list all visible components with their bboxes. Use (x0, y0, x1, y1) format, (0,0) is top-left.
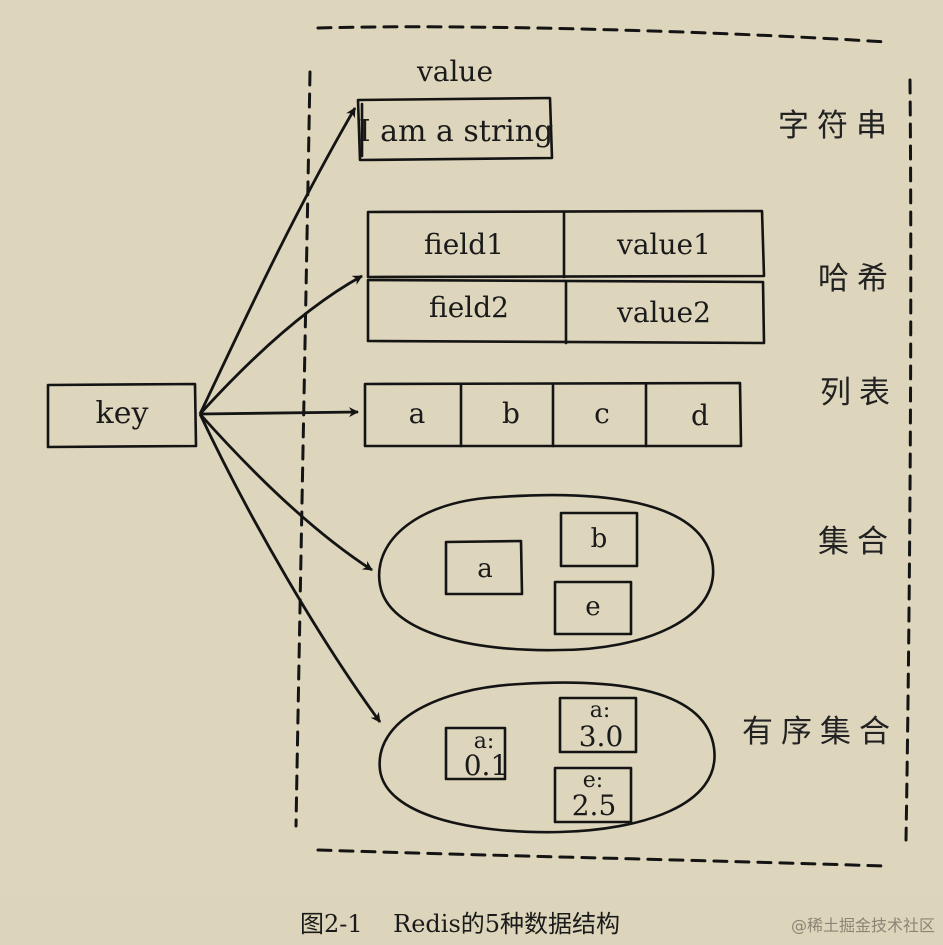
set-member: b (591, 524, 608, 554)
list-item: c (594, 397, 610, 430)
type-label-hash: 哈希 (818, 261, 896, 297)
value-heading: value (416, 55, 493, 88)
hash-value-2: value2 (616, 296, 711, 329)
zset-score: 3.0 (579, 720, 624, 753)
zset-score: 0.1 (464, 749, 509, 782)
figure-caption: 图2-1 Redis的5种数据结构 (300, 910, 621, 938)
arrow-to-set (198, 413, 373, 572)
hash-field-2: field2 (429, 291, 509, 324)
list-item: b (502, 397, 520, 430)
set-member: a (477, 554, 493, 584)
hash-table: field1 value1 field2 value2 (366, 209, 766, 345)
arrow-to-string (198, 107, 357, 415)
string-box: I am a string (356, 96, 554, 162)
value-region-border (294, 25, 913, 868)
list-item: d (691, 399, 709, 432)
list-item: a (409, 397, 426, 430)
set-group: a b e (377, 493, 715, 652)
hash-field-1: field1 (424, 228, 504, 261)
zset-member: a: (590, 698, 611, 723)
zset-score: 2.5 (572, 789, 617, 822)
arrows (198, 107, 382, 723)
key-label: key (96, 396, 149, 431)
redis-data-structures-diagram: key value I am a string field1 value1 fi… (46, 25, 913, 868)
zset-member: e: (583, 768, 603, 793)
type-label-list: 列表 (820, 375, 898, 411)
hash-value-1: value1 (616, 228, 711, 261)
key-box: key (46, 382, 198, 449)
watermark: @稀土掘金技术社区 (790, 916, 935, 935)
zset-group: a: 0.1 a: 3.0 e: 2.5 (378, 681, 716, 834)
zset-member: a: (474, 729, 495, 754)
caption-bar (0, 896, 943, 945)
list-row: a b c d (363, 381, 743, 448)
type-label-string: 字符串 (778, 108, 895, 144)
arrow-to-zset (198, 413, 382, 723)
type-label-zset: 有序集合 (742, 714, 898, 750)
set-member: e (585, 592, 600, 622)
string-value: I am a string (359, 114, 554, 149)
type-label-set: 集合 (818, 524, 896, 560)
arrow-to-list (199, 407, 359, 418)
arrow-to-hash (198, 274, 363, 415)
